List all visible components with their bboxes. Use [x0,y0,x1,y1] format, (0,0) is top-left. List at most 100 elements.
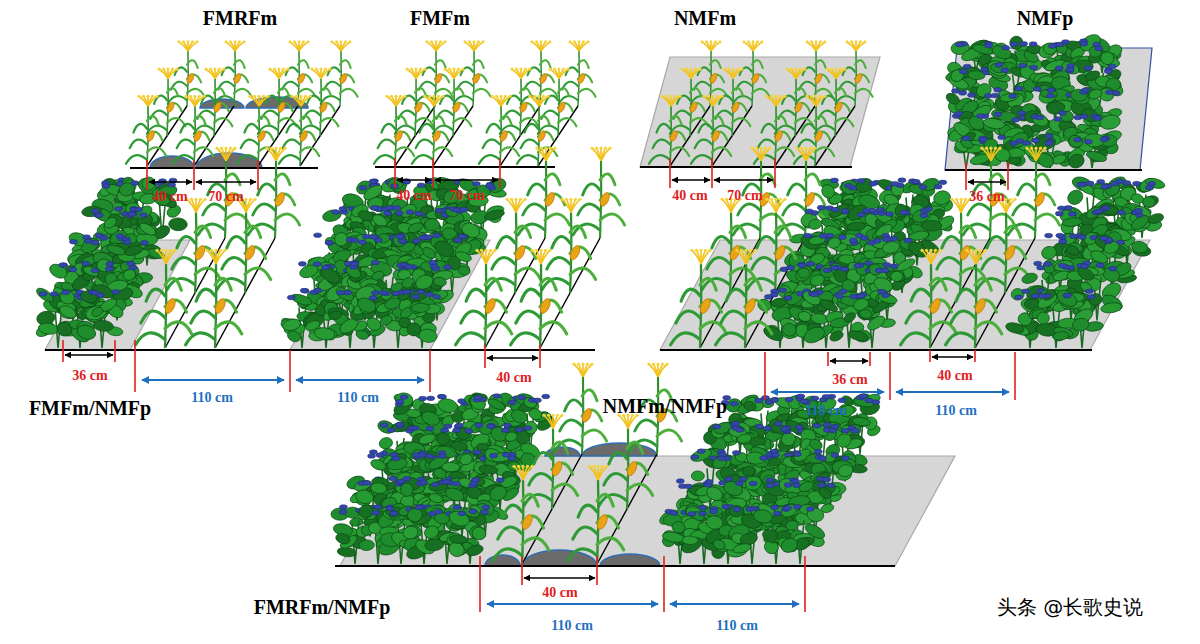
tassel-flower [157,67,160,70]
tassel-flower [810,40,813,43]
tassel-flower [428,95,431,98]
soybean-pod [1117,210,1125,215]
tassel-flower [805,95,808,98]
tassel-flower [304,95,307,98]
tassel-flower [678,95,681,98]
tassel-flower [590,147,593,150]
soybean-pod [1100,137,1108,142]
tassel-flower [137,95,140,98]
tassel-flower [805,40,808,43]
tassel-flower [716,95,719,98]
tassel-flower [535,147,538,150]
soybean-pod [898,178,906,183]
soybean-pod [1047,88,1055,93]
soybean-pod [920,213,928,218]
soybean-pod [995,63,1003,68]
tassel-flower [218,67,221,70]
soybean-pod [1057,206,1065,211]
maize-ear [434,73,443,85]
maize-leaf [177,140,194,149]
soybean-leaf [921,220,941,231]
tassel-flower [783,95,786,98]
tassel-flower [499,95,502,98]
soybean-pod [1102,206,1110,211]
tassel-flower [698,67,701,70]
tassel-flower [863,40,866,43]
tassel-flower [854,40,857,43]
maize-leaf [760,214,785,225]
maize-leaf [412,155,433,164]
tassel-flower [524,67,527,70]
maize-leaf [340,89,358,97]
soybean-pod [115,207,123,212]
soybean-pod [1097,179,1105,184]
tassel-flower [151,95,154,98]
soybean-pod [102,184,110,189]
tassel-flower [315,67,318,70]
tassel-flower [277,67,280,70]
maize-leaf [287,124,301,133]
tassel-flower [700,40,703,43]
soybean-pod [1095,46,1103,51]
maize-leaf [487,124,501,133]
tassel-flower [720,95,723,98]
tassel-flower [248,95,251,98]
maize-plant [374,95,414,166]
tassel-flower [202,95,205,98]
soybean-pod [1105,90,1113,95]
tassel-flower [282,67,285,70]
tassel-flower [566,67,569,70]
soybean-pod [472,181,480,186]
soybean-pod [95,213,103,218]
soybean-pod [1036,115,1044,120]
tassel-flower [528,67,531,70]
tassel-flower [295,95,298,98]
soybean-pod [1104,69,1112,74]
tassel-flower [515,67,518,70]
tassel-flower [839,67,842,70]
soybean-pod [934,185,942,190]
tassel-flower [423,95,426,98]
soybean-pod [83,235,91,240]
soybean-pod [135,207,143,212]
soybean-pod [351,238,359,243]
soybean-pod [1086,181,1094,186]
maize-leaf [436,111,453,119]
tassel-flower [998,147,1001,150]
tassel-flower [419,67,422,70]
maize-plant [126,95,166,166]
tassel-flower [604,147,607,150]
tassel-flower [850,40,853,43]
maize-ear [472,73,481,85]
tassel-flower [544,147,547,150]
tassel-flower [751,40,754,43]
tassel-flower [540,147,543,150]
tassel-flower [403,95,406,98]
tassel-flower [224,40,227,43]
tassel-flower [809,147,812,150]
tassel-flower [274,147,277,150]
maize-leaf [374,155,395,164]
tassel-flower [549,147,552,150]
soybean-pod [991,93,999,98]
maize-leaf [416,140,433,149]
maize-plant [573,147,625,238]
tassel-flower [790,67,793,70]
soybean-pod [371,205,379,210]
tassel-flower [731,67,734,70]
soybean-pod [857,212,865,217]
tassel-flower [414,67,417,70]
soybean-pod [1045,141,1053,146]
tassel-flower [184,95,187,98]
tassel-flower [191,40,194,43]
tassel-flower [425,40,428,43]
soybean-pod [1001,68,1009,73]
soybean-pod [1080,41,1088,46]
soybean-pod [128,212,136,217]
tassel-flower [819,40,822,43]
tassel-flower [740,67,743,70]
tassel-flower [215,147,218,150]
soybean-pod [976,114,984,119]
tassel-flower [665,95,668,98]
tassel-flower [530,40,533,43]
